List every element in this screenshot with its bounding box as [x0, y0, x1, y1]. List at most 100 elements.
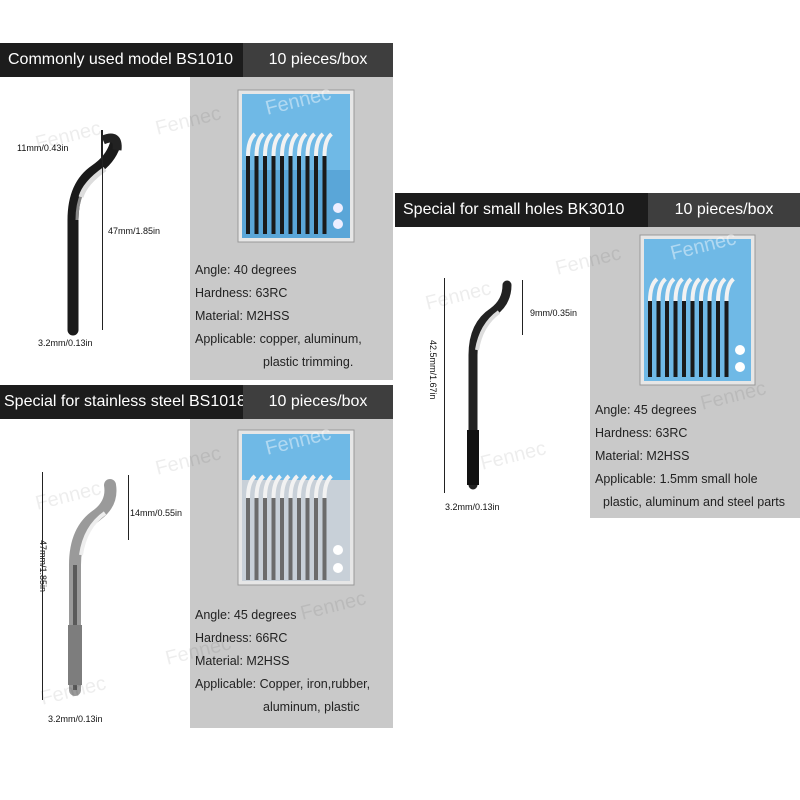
- section1-title: Commonly used model BS1010: [0, 43, 243, 77]
- blade-hook: [271, 132, 282, 157]
- blade-hook: [246, 132, 257, 157]
- section2-dim-shank: 3.2mm/0.13in: [48, 714, 103, 724]
- section1-dim-length-line: [102, 130, 103, 330]
- blade-hook: [305, 474, 316, 499]
- blade-hook: [322, 132, 333, 157]
- blade-hook: [263, 474, 274, 499]
- blade-hook: [690, 277, 701, 302]
- blade-hook: [297, 132, 308, 157]
- section1-angle: Angle: 40 degrees: [195, 263, 297, 277]
- section2-dim-length-line: [42, 472, 43, 700]
- blade-hook: [263, 132, 274, 157]
- section3-dim-top: 9mm/0.35in: [530, 308, 578, 318]
- section1-material: Material: M2HSS: [195, 309, 290, 323]
- section3-specs: Angle: 45 degrees Hardness: 63RC Materia…: [595, 399, 785, 514]
- blade-hook: [648, 277, 659, 302]
- section1-blade-box: [237, 89, 355, 243]
- section2-angle: Angle: 45 degrees: [195, 608, 297, 622]
- section2-blade-box: [237, 429, 355, 586]
- section3-dim-top-line: [522, 280, 523, 335]
- blade-shank: [246, 498, 250, 580]
- section3-deburring-blade: [467, 280, 512, 490]
- blade-hook: [271, 474, 282, 499]
- blade-hook: [246, 474, 257, 499]
- blade-shank: [305, 498, 310, 580]
- blade-hook: [716, 277, 727, 302]
- blade-shank: [271, 498, 276, 580]
- blade-hook: [254, 474, 265, 499]
- blade-hook: [707, 277, 718, 302]
- section3-dim-length: 42.5mm/1.67in: [428, 340, 438, 400]
- section3-material: Material: M2HSS: [595, 449, 690, 463]
- section2-quantity: 10 pieces/box: [243, 385, 393, 419]
- section1-header: Commonly used model BS1010 10 pieces/box: [0, 43, 393, 77]
- blade-shank: [254, 156, 259, 234]
- blade-shank: [271, 156, 276, 234]
- blade-hook: [673, 277, 684, 302]
- section3-dim-shank: 3.2mm/0.13in: [445, 502, 500, 512]
- blade-shank: [305, 156, 310, 234]
- blade-shank: [322, 498, 327, 580]
- blade-shank: [656, 301, 661, 377]
- section2-material: Material: M2HSS: [195, 654, 290, 668]
- blade-hook: [665, 277, 676, 302]
- blade-shank: [322, 156, 327, 234]
- blade-hook: [288, 474, 299, 499]
- section2-applicable: Applicable: Copper, iron,rubber,: [195, 677, 371, 691]
- section1-specs: Angle: 40 degrees Hardness: 63RC Materia…: [195, 259, 362, 374]
- section1-dim-shank: 3.2mm/0.13in: [38, 338, 93, 348]
- blade-shank: [314, 156, 318, 234]
- blade-shank: [724, 301, 729, 377]
- blade-shank: [673, 301, 678, 377]
- section2-hardness: Hardness: 66RC: [195, 631, 288, 645]
- blade-shank: [648, 301, 652, 377]
- blade-shank: [246, 156, 250, 234]
- blade-shank: [297, 156, 301, 234]
- blade-hook: [724, 277, 735, 302]
- section2-header: Special for stainless steel BS1018 10 pi…: [0, 385, 393, 419]
- blade-shank: [288, 156, 293, 234]
- section3-quantity: 10 pieces/box: [648, 193, 800, 227]
- blade-shank: [314, 498, 318, 580]
- section3-blade-box: [639, 234, 756, 386]
- blade-hook: [656, 277, 667, 302]
- blade-shank: [288, 498, 293, 580]
- blade-hook: [280, 132, 291, 157]
- section2-dim-top: 14mm/0.55in: [130, 508, 183, 518]
- blade-hook: [682, 277, 693, 302]
- section1-hardness: Hardness: 63RC: [195, 286, 288, 300]
- section3-dim-length-line: [444, 278, 445, 493]
- blade-shank: [263, 498, 267, 580]
- blade-hook: [288, 132, 299, 157]
- blade-shank: [665, 301, 669, 377]
- section3-header: Special for small holes BK3010 10 pieces…: [395, 193, 800, 227]
- blade-hook: [699, 277, 710, 302]
- section1-dim-length: 47mm/1.85in: [108, 226, 161, 236]
- section1-deburring-blade: [67, 133, 122, 336]
- section2-dim-length: 47mm/1.85in: [38, 540, 48, 593]
- section2-deburring-blade: [68, 479, 117, 696]
- section3-title: Special for small holes BK3010: [395, 193, 648, 227]
- section3-applicable-cont: plastic, aluminum and steel parts: [603, 495, 786, 509]
- blade-shank: [699, 301, 703, 377]
- blade-shank: [707, 301, 712, 377]
- section1-applicable-cont: plastic trimming.: [263, 355, 354, 369]
- section2-applicable-cont: aluminum, plastic: [263, 700, 360, 714]
- blade-hook: [305, 132, 316, 157]
- section1-quantity: 10 pieces/box: [243, 43, 393, 77]
- blade-shank: [280, 498, 284, 580]
- section1-dim-top-line: [101, 130, 102, 160]
- section2-dim-top-line: [128, 475, 129, 540]
- blade-shank: [297, 498, 301, 580]
- section3-hardness: Hardness: 63RC: [595, 426, 688, 440]
- section1-applicable: Applicable: copper, aluminum,: [195, 332, 362, 346]
- blade-hook: [322, 474, 333, 499]
- blade-hook: [254, 132, 265, 157]
- section3-angle: Angle: 45 degrees: [595, 403, 697, 417]
- blade-hook: [314, 132, 325, 157]
- blade-shank: [690, 301, 695, 377]
- blade-shank: [682, 301, 686, 377]
- blade-hook: [314, 474, 325, 499]
- blade-shank: [280, 156, 284, 234]
- blade-shank: [716, 301, 720, 377]
